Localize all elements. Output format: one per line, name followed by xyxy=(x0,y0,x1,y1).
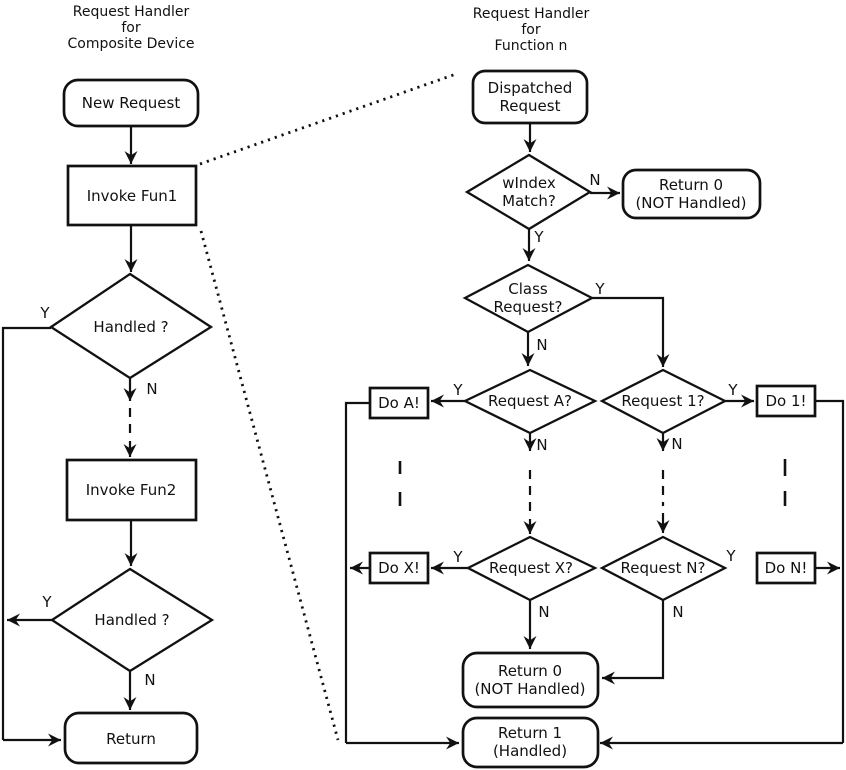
branch-class-no: N xyxy=(536,336,548,354)
label-return1: Return 1 (Handled) xyxy=(492,724,568,760)
node-request-n xyxy=(599,535,728,602)
branch-requestn-no: N xyxy=(672,603,684,621)
node-dispatched-request xyxy=(471,69,589,125)
zoom-link-bottom-line xyxy=(199,230,340,741)
label-handled-1: Handled ? xyxy=(93,318,169,336)
branch-handled2-no: N xyxy=(144,671,156,689)
edge-doa-to-left-rail xyxy=(344,401,370,743)
node-handled-2 xyxy=(49,567,215,673)
label-request-x: Request X? xyxy=(489,559,573,577)
branch-handled1-no: N xyxy=(146,380,158,398)
branch-requestx-yes: Y xyxy=(453,548,463,566)
label-do-a: Do A! xyxy=(378,394,420,412)
label-request-n: Request N? xyxy=(620,559,706,577)
right-chart-title: Request Handler for Function n xyxy=(472,6,590,54)
edge-handled1-yes-rail xyxy=(1,326,51,740)
edge-do1-to-right-rail xyxy=(815,399,845,743)
branch-class-yes: Y xyxy=(595,280,605,298)
label-new-request: New Request xyxy=(81,94,181,112)
branch-handled2-yes: Y xyxy=(42,593,52,611)
edge-class-yes-to-request1 xyxy=(592,296,670,367)
node-request-a xyxy=(462,368,598,435)
node-do-x xyxy=(368,551,430,585)
label-dispatched-request: Dispatched Request xyxy=(487,79,573,115)
node-return0-top xyxy=(621,168,762,220)
branch-requesta-yes: Y xyxy=(453,381,463,399)
node-class-request xyxy=(462,263,595,334)
label-invoke-fun1: Invoke Fun1 xyxy=(86,187,178,205)
label-windex-match: wIndex Match? xyxy=(502,174,556,210)
branch-requesta-no: N xyxy=(536,436,548,454)
node-do-a xyxy=(368,386,430,420)
node-handled-1 xyxy=(48,272,214,380)
label-request-1: Request 1? xyxy=(621,392,705,410)
edge-requestn-no-to-return0 xyxy=(602,600,665,685)
label-do-n: Do N! xyxy=(764,559,808,577)
label-return0-top: Return 0 (NOT Handled) xyxy=(635,176,747,212)
label-return0-bottom: Return 0 (NOT Handled) xyxy=(474,662,586,698)
label-request-a: Request A? xyxy=(488,392,572,410)
branch-request1-no: N xyxy=(671,435,683,453)
node-return xyxy=(63,711,199,765)
label-do-1: Do 1! xyxy=(765,392,807,410)
label-return: Return xyxy=(106,730,156,748)
node-new-request xyxy=(62,78,200,128)
node-invoke-fun2 xyxy=(65,458,198,522)
node-windex-match xyxy=(464,153,593,231)
node-do-n xyxy=(755,551,817,585)
branch-handled1-yes: Y xyxy=(40,304,50,322)
node-invoke-fun1 xyxy=(66,164,198,227)
branch-request1-yes: Y xyxy=(728,381,738,399)
label-class-request: Class Request? xyxy=(493,280,563,316)
node-request-x xyxy=(465,535,598,602)
node-return1 xyxy=(461,716,600,769)
branch-windex-yes: Y xyxy=(534,228,544,246)
branch-requestn-yes: Y xyxy=(726,547,736,565)
branch-requestx-no: N xyxy=(538,603,550,621)
node-request-1 xyxy=(599,368,728,435)
label-do-x: Do X! xyxy=(378,559,420,577)
label-handled-2: Handled ? xyxy=(94,611,170,629)
zoom-link-top-line xyxy=(199,72,457,166)
label-invoke-fun2: Invoke Fun2 xyxy=(85,481,177,499)
node-return0-bottom xyxy=(461,651,600,709)
branch-windex-no: N xyxy=(589,171,601,189)
left-chart-title: Request Handler for Composite Device xyxy=(67,4,195,52)
node-do-1 xyxy=(755,384,817,418)
